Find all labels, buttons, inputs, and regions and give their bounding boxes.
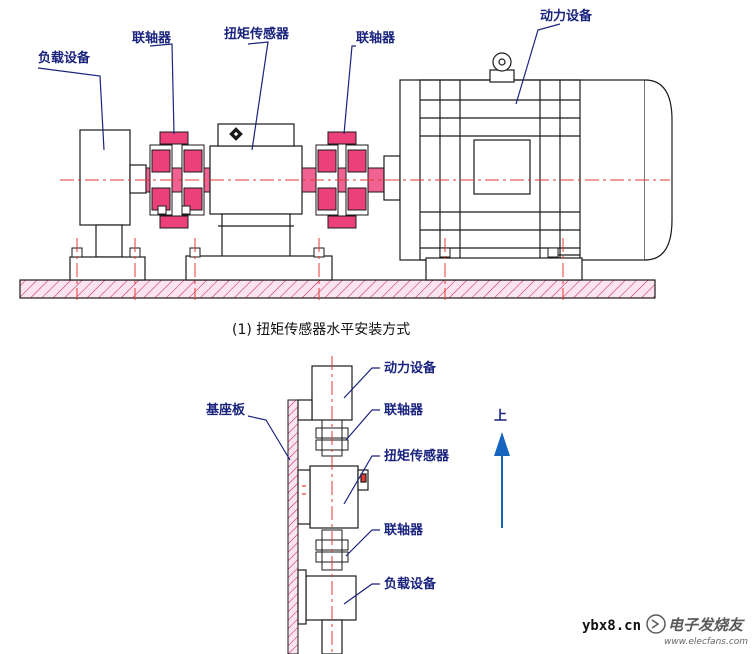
left-coupling [145,131,211,229]
torque-sensor-horizontal [185,123,333,281]
label-vertical-coupling-top: 联轴器 [384,402,424,418]
vertical-load-equipment [297,569,357,654]
label-vertical-torque-sensor: 扭矩传感器 [384,448,450,464]
center-lines [60,179,670,300]
label-torque-sensor: 扭矩传感器 [224,26,290,42]
foundation-slab [19,279,656,299]
base-plate [287,399,299,654]
label-coupling-right: 联轴器 [356,30,396,46]
watermark-site: ybx8.cn [582,618,641,634]
label-vertical-coupling-bottom: 联轴器 [384,522,424,538]
leader-lines [37,23,561,151]
label-power-equipment: 动力设备 [540,8,593,24]
vertical-torque-sensor [297,465,369,529]
caption-horizontal: (1) 扭矩传感器水平安装方式 [232,321,410,338]
label-up: 上 [494,409,507,424]
watermark-brand: 电子发烧友 [668,616,745,634]
watermark-url: www.elecfans.com [664,637,748,647]
label-load-equipment: 负载设备 [38,50,91,66]
watermark: ybx8.cn 电子发烧友 www.elecfans.com [582,614,748,647]
vertical-leader-lines [247,367,380,605]
label-coupling-left: 联轴器 [132,30,172,46]
label-base-plate: 基座板 [205,402,246,418]
vertical-installation: 上 动力设备 基座板 联轴器 扭矩传感器 联轴器 负载设备 [205,356,510,654]
vertical-power-equipment [297,365,353,421]
label-vertical-load: 负载设备 [384,576,437,592]
up-direction-arrow [494,432,510,528]
power-equipment-motor [383,52,673,281]
horizontal-installation: 负载设备 联轴器 扭矩传感器 联轴器 动力设备 (1) 扭矩传感器水平安装方式 [19,8,673,338]
load-equipment [69,129,147,281]
elecfans-logo-icon [646,614,666,634]
label-vertical-power: 动力设备 [384,360,437,376]
